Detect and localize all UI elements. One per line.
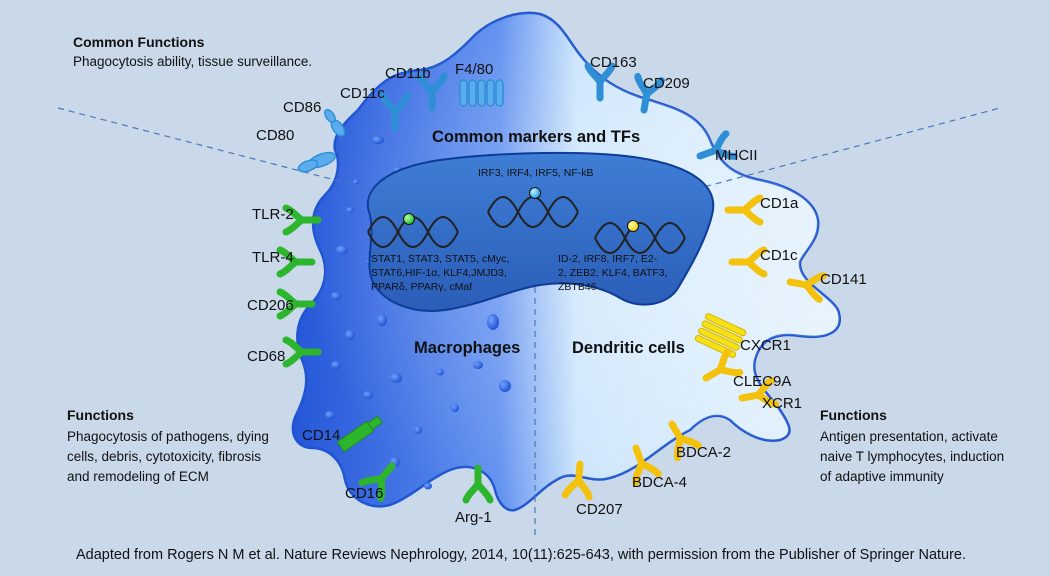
cd86-receptor: [324, 109, 346, 137]
dc-functions-heading: Functions: [820, 407, 887, 423]
macrophage-functions-line2: cells, debris, cytotoxicity, fibrosis: [67, 449, 261, 464]
cd16-label: CD16: [345, 485, 383, 502]
macrophage-functions-line1: Phagocytosis of pathogens, dying: [67, 429, 269, 444]
vesicles: [325, 136, 511, 490]
cd209-label: CD209: [643, 75, 690, 92]
dc-tf-line2: 2, ZEB2, KLF4, BATF3,: [558, 267, 668, 279]
cd207-label: CD207: [576, 501, 623, 518]
cd80-label: CD80: [256, 127, 294, 144]
tlr4-label: TLR-4: [252, 249, 294, 266]
macrophages-label: Macrophages: [414, 339, 520, 357]
macrophage-marker-group: [280, 208, 490, 500]
cd11b-label: CD11b: [385, 65, 431, 82]
cd1a-label: CD1a: [760, 195, 799, 212]
cd141-label: CD141: [820, 271, 867, 288]
f480-label: F4/80: [455, 61, 493, 78]
tlr2-label: TLR-2: [252, 206, 294, 223]
cd86-label: CD86: [283, 99, 321, 116]
bdca4-label: BDCA-4: [632, 474, 687, 491]
macrophage-functions-line3: and remodeling of ECM: [67, 469, 209, 484]
cxcr1-label: CXCR1: [740, 337, 791, 354]
bdca2-label: BDCA-2: [676, 444, 731, 461]
cd206-label: CD206: [247, 297, 294, 314]
cd1c-label: CD1c: [760, 247, 798, 264]
dc-functions-line3: of adaptive immunity: [820, 469, 944, 484]
cd14-label: CD14: [302, 427, 340, 444]
dna-dot-macrophage: [403, 213, 415, 225]
common-tf-list: IRF3, IRF4, IRF5, NF-kB: [478, 167, 594, 179]
arg1-label: Arg-1: [455, 509, 492, 526]
macrophage-tf-line1: STAT1, STAT3, STAT5, cMyc,: [371, 253, 509, 265]
xcr1-label: XCR1: [762, 395, 802, 412]
dc-functions-line2: naive T lymphocytes, induction: [820, 449, 1004, 464]
dc-functions-line1: Antigen presentation, activate: [820, 429, 998, 444]
dc-marker-group: [565, 198, 823, 497]
dc-tf-line3: ZBTB46: [558, 281, 597, 293]
cd80-receptor: [297, 151, 337, 173]
dna-dot-common: [529, 187, 541, 199]
f480-receptor: [459, 79, 504, 107]
dendritic-cells-label: Dendritic cells: [572, 339, 685, 357]
citation-text: Adapted from Rogers N M et al. Nature Re…: [76, 547, 966, 563]
common-functions-text: Phagocytosis ability, tissue surveillanc…: [73, 54, 312, 69]
cd68-label: CD68: [247, 348, 285, 365]
cd14-receptor: [336, 415, 384, 453]
dna-dot-dendritic: [627, 220, 639, 232]
dc-tf-line1: ID-2, IRF8, IRF7, E2-: [558, 253, 658, 265]
macrophage-tf-line2: STAT6,HIF-1α, KLF4,JMJD3,: [371, 267, 507, 279]
macrophage-functions-heading: Functions: [67, 407, 134, 423]
common-marker-group: [297, 66, 734, 173]
cd163-label: CD163: [590, 54, 637, 71]
cd11c-label: CD11c: [340, 85, 385, 102]
clec9a-label: CLEC9A: [733, 373, 791, 390]
nucleus: [366, 151, 715, 312]
dna-helix-dendritic: [594, 222, 686, 254]
common-functions-heading: Common Functions: [73, 34, 205, 50]
common-markers-title: Common markers and TFs: [432, 128, 640, 146]
macrophage-tf-line3: PPARδ, PPARγ, cMaf: [371, 281, 472, 293]
mhcii-label: MHCII: [715, 147, 758, 164]
